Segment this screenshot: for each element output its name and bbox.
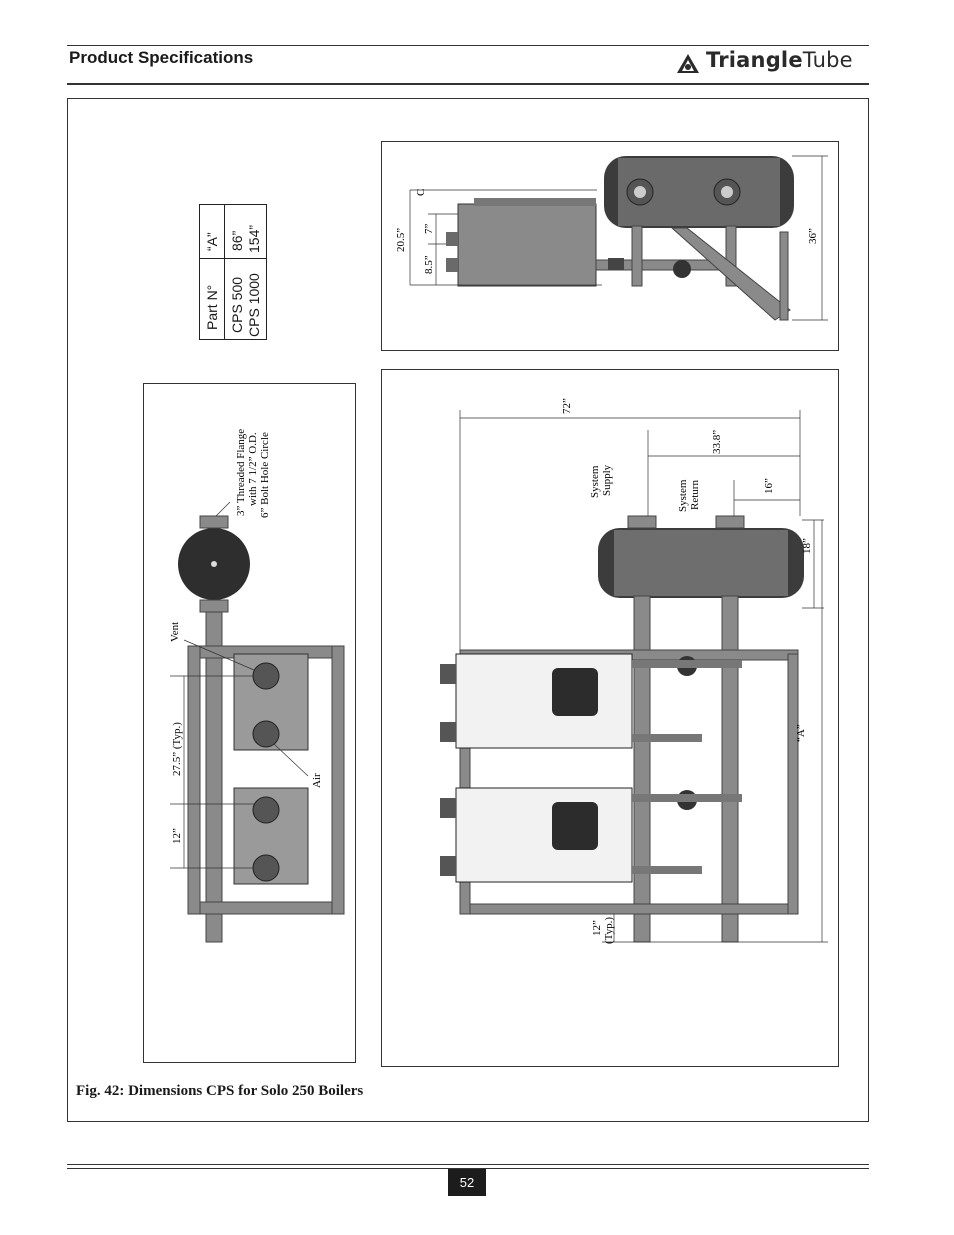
tank-port (721, 186, 733, 198)
leader-line (273, 743, 309, 777)
supply-pipe (633, 595, 651, 943)
dim-label-12-typ: (Typ.) (603, 917, 615, 944)
branch-pipe (632, 734, 702, 742)
footer-rule (67, 1168, 869, 1169)
riser-pipe (725, 225, 737, 287)
circulator-pump (673, 260, 691, 278)
air-label: Air (311, 773, 323, 788)
flange-callout: 6” Bolt Hole Circle (259, 432, 271, 518)
valve (608, 258, 624, 270)
vent-label: Vent (169, 622, 181, 642)
table-cell-part: CPS 1000 (246, 273, 262, 337)
dim-label-20-5: 20.5” (395, 228, 407, 252)
dim-label-36: 36” (807, 228, 819, 244)
tank-plug (211, 561, 217, 567)
system-return-label: Return (689, 480, 701, 510)
dim-label-12-typ: 12” (591, 920, 603, 936)
boiler-connection (440, 664, 456, 684)
flange-callout: 3” Threaded Flange (235, 429, 247, 516)
boiler-lower (455, 787, 633, 883)
dim-label-16: 16” (763, 478, 775, 494)
boiler-upper (455, 653, 633, 749)
leader-line (183, 639, 255, 671)
boiler-port (252, 796, 280, 824)
figure-caption: Fig. 42: Dimensions CPS for Solo 250 Boi… (76, 1083, 364, 1099)
supply-flange (627, 515, 657, 529)
page-section-title: Product Specifications (69, 48, 254, 67)
logo-wordmark: TriangleTube (706, 48, 853, 72)
boiler-control-panel (552, 668, 598, 716)
header-bottom-rule (67, 83, 869, 85)
triangle-tube-logo-icon (677, 54, 699, 73)
top-view-drawing: 3” Threaded Flange with 7 1/2” O.D. 6” B… (169, 429, 345, 943)
boiler-port (252, 662, 280, 690)
tank-flange (199, 599, 229, 613)
system-supply-label: Supply (601, 464, 613, 496)
page-number: 52 (448, 1169, 486, 1196)
centerline-mark: C (415, 189, 427, 196)
support-leg (779, 231, 789, 321)
top-view-panel: 3” Threaded Flange with 7 1/2” O.D. 6” B… (143, 383, 356, 1063)
triangle-tube-logo: TriangleTube (674, 47, 869, 79)
riser-pipe (631, 225, 643, 287)
rack-post (787, 653, 799, 915)
dim-label-a: “A” (795, 724, 807, 742)
tank-port (634, 186, 646, 198)
boiler-top (474, 198, 596, 206)
dim-label-27-5: 27.5” (Typ.) (171, 722, 183, 776)
boiler-connection (446, 258, 458, 272)
table-cell-part: CPS 500 (229, 276, 245, 333)
boiler-port (252, 854, 280, 882)
front-view-panel: 72” 33.8” 16” 18” “A” 12” (Typ.) System … (381, 369, 839, 1067)
table-header-a: “A” (204, 232, 220, 251)
flange-callout: with 7 1/2” O.D. (247, 432, 259, 506)
tank-flange (199, 515, 229, 529)
support-brace (670, 227, 791, 321)
boiler-body (457, 203, 597, 287)
dim-label-18: 18” (801, 538, 813, 554)
header-pipe (205, 611, 223, 943)
rack-post (187, 645, 201, 915)
dim-label-7: 7” (423, 224, 435, 235)
tank-shell (614, 530, 788, 596)
side-view-panel: 20.5” 7” 8.5” 36” C (381, 141, 839, 351)
part-number-table: Part N° “A” CPS 500 86” CPS 1000 154” (199, 204, 267, 340)
rack-rail (187, 901, 345, 915)
rack-rail (459, 903, 799, 915)
branch-pipe (632, 866, 702, 874)
dim-label-8-5: 8.5” (423, 255, 435, 274)
branch-pipe (632, 794, 742, 802)
system-supply-label: System (589, 465, 601, 498)
rack-post (331, 645, 345, 915)
table-cell-a: 154” (246, 224, 262, 253)
side-view-drawing: 20.5” 7” 8.5” 36” C (395, 155, 828, 321)
return-flange (715, 515, 745, 529)
table-divider (200, 258, 266, 259)
figure-frame (67, 98, 869, 1122)
footer-rule (67, 1164, 869, 1165)
boiler-control-panel (552, 802, 598, 850)
dim-label-33-8: 33.8” (711, 430, 723, 454)
dim-label-72: 72” (561, 398, 573, 414)
branch-pipe (632, 660, 742, 668)
leader-line (215, 501, 231, 517)
front-view-drawing: 72” 33.8” 16” 18” “A” 12” (Typ.) System … (440, 398, 828, 944)
boiler-connection (440, 798, 456, 818)
boiler-port (252, 720, 280, 748)
boiler-connection (440, 856, 456, 876)
boiler-connection (446, 232, 458, 246)
table-header-part: Part N° (204, 284, 220, 330)
system-return-label: System (677, 479, 689, 512)
dim-label-12: 12” (171, 828, 183, 844)
table-divider (224, 205, 225, 339)
header-top-rule (67, 45, 869, 46)
boiler-connection (440, 722, 456, 742)
table-cell-a: 86” (229, 230, 245, 251)
return-pipe (721, 595, 739, 943)
